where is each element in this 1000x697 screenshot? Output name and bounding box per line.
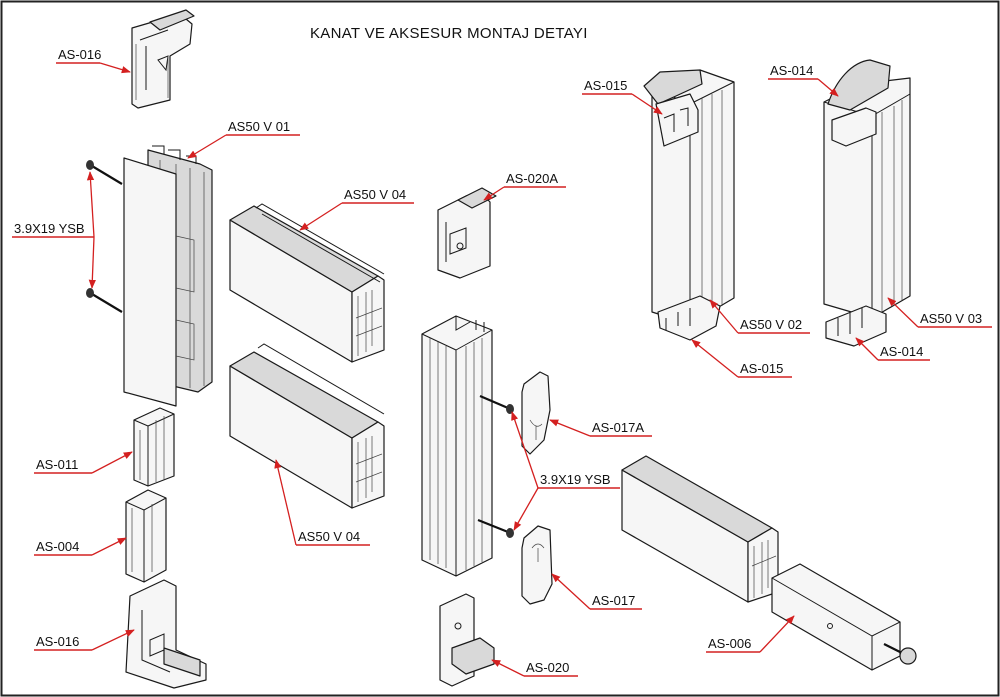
callout-as015-bottom: AS-015 bbox=[691, 339, 792, 378]
part-as017a bbox=[521, 371, 551, 455]
label-as006: AS-006 bbox=[708, 636, 751, 651]
screw-left-top bbox=[86, 160, 123, 185]
screw-left-bottom bbox=[86, 288, 123, 313]
label-as015-bottom: AS-015 bbox=[740, 361, 783, 376]
part-as016-top bbox=[131, 9, 195, 109]
part-as50v01 bbox=[123, 145, 213, 407]
callout-as011: AS-011 bbox=[34, 451, 133, 474]
part-as015-bottom-cap bbox=[657, 295, 721, 341]
part-as017 bbox=[521, 525, 553, 605]
label-as50v03: AS50 V 03 bbox=[920, 311, 982, 326]
label-screw-left: 3.9X19 YSB bbox=[14, 221, 85, 236]
callout-as004: AS-004 bbox=[34, 537, 127, 556]
label-as020: AS-020 bbox=[526, 660, 569, 675]
label-as50v01: AS50 V 01 bbox=[228, 119, 290, 134]
callout-as014-bottom: AS-014 bbox=[855, 337, 930, 361]
callout-as016-bottom: AS-016 bbox=[34, 629, 135, 651]
part-as50v04-top bbox=[229, 203, 385, 363]
part-as006 bbox=[771, 563, 917, 671]
callout-as50v03: AS50 V 03 bbox=[887, 297, 992, 328]
callout-as017a: AS-017A bbox=[549, 419, 652, 437]
part-as016-bottom bbox=[125, 579, 207, 689]
callout-as006: AS-006 bbox=[706, 615, 795, 653]
screw-right-bottom bbox=[477, 518, 514, 538]
callout-as50v04-top: AS50 V 04 bbox=[299, 187, 414, 231]
callout-screw-left: 3.9X19 YSB bbox=[12, 171, 96, 289]
callout-as50v02: AS50 V 02 bbox=[709, 299, 810, 334]
label-as017a: AS-017A bbox=[592, 420, 644, 435]
callout-as020: AS-020 bbox=[491, 659, 578, 677]
part-as50v04-bottom bbox=[229, 343, 385, 509]
callout-screw-right: 3.9X19 YSB bbox=[511, 411, 620, 531]
label-as011: AS-011 bbox=[36, 457, 78, 472]
callout-as020a: AS-020A bbox=[483, 171, 566, 201]
label-as016-top: AS-016 bbox=[58, 47, 101, 62]
label-as014-top: AS-014 bbox=[770, 63, 813, 78]
label-as50v02: AS50 V 02 bbox=[740, 317, 802, 332]
part-as004 bbox=[125, 489, 167, 583]
part-as020a bbox=[437, 187, 497, 279]
label-as020a: AS-020A bbox=[506, 171, 558, 186]
callout-as017: AS-017 bbox=[551, 573, 642, 610]
callout-as014-top: AS-014 bbox=[768, 63, 839, 97]
label-as50v04-top: AS50 V 04 bbox=[344, 187, 406, 202]
part-as50v03 bbox=[823, 59, 911, 319]
part-as014-bottom-cap bbox=[825, 305, 887, 347]
label-screw-right: 3.9X19 YSB bbox=[540, 472, 611, 487]
label-as017: AS-017 bbox=[592, 593, 635, 608]
callout-as016-top: AS-016 bbox=[56, 47, 131, 74]
diagram-title: KANAT VE AKSESUR MONTAJ DETAYI bbox=[310, 25, 588, 42]
part-center-profile bbox=[421, 315, 493, 577]
part-as020 bbox=[439, 593, 495, 687]
label-as016-bottom: AS-016 bbox=[36, 634, 79, 649]
part-as011 bbox=[133, 407, 175, 487]
label-as50v04-bottom: AS50 V 04 bbox=[298, 529, 360, 544]
label-as014-bottom: AS-014 bbox=[880, 344, 923, 359]
label-as015-top: AS-015 bbox=[584, 78, 627, 93]
part-long-profile bbox=[621, 455, 779, 603]
callout-as015-top: AS-015 bbox=[582, 78, 663, 115]
callout-as50v01: AS50 V 01 bbox=[187, 119, 300, 159]
callout-as50v04-bottom: AS50 V 04 bbox=[274, 459, 370, 546]
label-as004: AS-004 bbox=[36, 539, 79, 554]
part-as50v02 bbox=[643, 69, 735, 325]
